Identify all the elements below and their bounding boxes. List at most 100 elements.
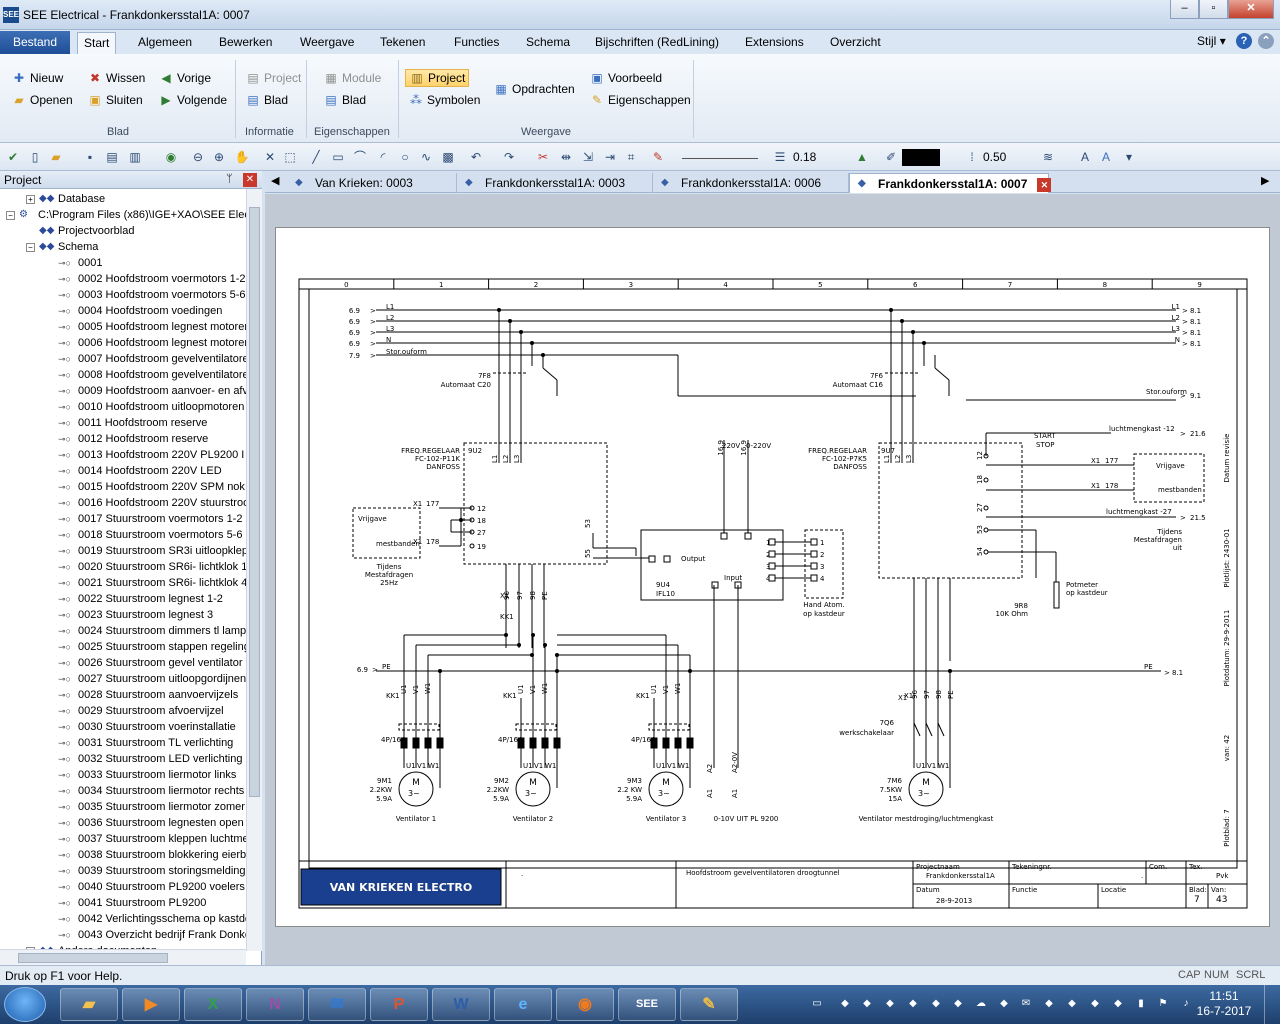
project-info-button[interactable]: ▤Project xyxy=(245,69,301,87)
tree-sheet-item[interactable]: ⊸○0018 Stuurstroom voermotors 5-6 xyxy=(58,527,242,543)
new-file-icon[interactable]: ▯ xyxy=(31,150,39,164)
excel-taskbar-icon[interactable]: X xyxy=(184,988,242,1021)
title-bar[interactable]: SEE SEE Electrical - Frankdonkersstal1A:… xyxy=(0,0,1280,30)
stretch-icon[interactable]: ⇲ xyxy=(582,150,594,164)
check-icon[interactable]: ✔ xyxy=(7,150,19,164)
line-icon[interactable]: ╱ xyxy=(312,150,320,164)
tab-tekenen[interactable]: Tekenen xyxy=(380,35,426,49)
word-taskbar-icon[interactable]: W xyxy=(432,988,490,1021)
tab-algemeen[interactable]: Algemeen xyxy=(138,35,193,49)
tree-sheet-item[interactable]: ⊸○0038 Stuurstroom blokkering eierband xyxy=(58,847,246,863)
layers-icon[interactable]: ≋ xyxy=(1042,150,1054,164)
tray-volume-icon[interactable]: ♪ xyxy=(1183,998,1189,1009)
help-icon[interactable]: ? xyxy=(1236,33,1252,49)
tree-sheet-item[interactable]: ⊸○0020 Stuurstroom SR6i- lichtklok 1 xyxy=(58,559,246,575)
delete-element-icon[interactable]: ✂ xyxy=(537,150,549,164)
tab-scroll-right-icon[interactable]: ▶ xyxy=(1261,175,1270,187)
tree-sheet-item[interactable]: ⊸○0042 Verlichtingsschema op kastdeur xyxy=(58,911,246,927)
extend-icon[interactable]: ⇥ xyxy=(604,150,616,164)
app-icon[interactable]: SEE xyxy=(3,7,19,23)
tree-node-3[interactable]: −◆◆Schema xyxy=(26,239,98,255)
text-style-icon[interactable]: A xyxy=(1101,150,1110,164)
open-file-icon[interactable]: ▰ xyxy=(51,150,61,164)
tree-sheet-item[interactable]: ⊸○0002 Hoofdstroom voermotors 1-2 xyxy=(58,271,246,287)
tree-sheet-item[interactable]: ⊸○0035 Stuurstroom liermotor zomer xyxy=(58,799,245,815)
doc-tab-frank-0003[interactable]: ◆Frankdonkersstal1A: 0003 xyxy=(457,173,653,193)
restore-button[interactable]: ▫ xyxy=(1199,0,1228,19)
pen-color-icon[interactable]: ✎ xyxy=(652,150,664,164)
doc-tab-frank-0007[interactable]: ◆Frankdonkersstal1A: 0007✕ xyxy=(849,173,1052,193)
color-swatch[interactable] xyxy=(902,149,940,166)
toolbar-options-icon[interactable]: ▾ xyxy=(1125,150,1133,164)
select-window-icon[interactable]: ⬚ xyxy=(284,150,296,164)
view-commands-button[interactable]: ▦Opdrachten xyxy=(493,80,574,98)
doc-tab-frank-0006[interactable]: ◆Frankdonkersstal1A: 0006 xyxy=(653,173,849,193)
tree-sheet-item[interactable]: ⊸○0014 Hoofdstroom 220V LED xyxy=(58,463,222,479)
save-icon[interactable]: ▪ xyxy=(87,150,93,164)
tray-app-icon[interactable]: ◆ xyxy=(863,998,871,1009)
tree-sheet-item[interactable]: ⊸○0024 Stuurstroom dimmers tl lamp xyxy=(58,623,246,639)
line-style-picker[interactable] xyxy=(682,149,758,159)
tree-sheet-item[interactable]: ⊸○0026 Stuurstroom gevel ventilator xyxy=(58,655,242,671)
tree-sheet-item[interactable]: ⊸○0037 Stuurstroom kleppen luchtmengkast xyxy=(58,831,246,847)
tree-sheet-item[interactable]: ⊸○0029 Stuurstroom afvoervijzel xyxy=(58,703,224,719)
zoom-in-icon[interactable]: ⊕ xyxy=(213,150,225,164)
trim-icon[interactable]: ⌗ xyxy=(627,150,635,164)
expand-icon[interactable]: + xyxy=(26,194,35,204)
collapse-icon[interactable]: − xyxy=(26,242,35,252)
tab-functies[interactable]: Functies xyxy=(454,35,500,49)
circle-icon[interactable]: ○ xyxy=(401,150,409,164)
tree-sheet-item[interactable]: ⊸○0028 Stuurstroom aanvoervijzels xyxy=(58,687,238,703)
tray-app-icon[interactable]: ◆ xyxy=(1045,998,1053,1009)
arc-icon[interactable]: ◜ xyxy=(380,150,386,164)
tree-sheet-item[interactable]: ⊸○0008 Hoofdstroom gevelventilatoren xyxy=(58,367,246,383)
ribbon-toggle-icon[interactable]: ⌃ xyxy=(1258,33,1274,49)
tree-sheet-item[interactable]: ⊸○0039 Stuurstroom storingsmelding xyxy=(58,863,246,879)
panel-close-icon[interactable]: ✕ xyxy=(243,173,257,187)
tray-cloud-icon[interactable]: ☁ xyxy=(976,998,986,1009)
tab-schema[interactable]: Schema xyxy=(526,35,571,49)
next-button[interactable]: ▶Volgende xyxy=(158,91,227,109)
sheet-info-button[interactable]: ▤Blad xyxy=(245,91,288,109)
rectangle-icon[interactable]: ▭ xyxy=(332,150,344,164)
line-width-value[interactable]: 0.18 xyxy=(793,150,817,164)
powerpoint-taskbar-icon[interactable]: P xyxy=(370,988,428,1021)
outlook-taskbar-icon[interactable]: ✉ xyxy=(308,988,366,1021)
pan-hand-icon[interactable]: ✋ xyxy=(234,150,250,164)
see-electrical-taskbar-icon[interactable]: SEE xyxy=(618,988,676,1021)
tree-sheet-item[interactable]: ⊸○0043 Overzicht bedrijf Frank Donkers xyxy=(58,927,246,943)
tree-sheet-item[interactable]: ⊸○0022 Stuurstroom legnest 1-2 xyxy=(58,591,223,607)
show-desktop-button[interactable] xyxy=(1264,985,1278,1024)
view-properties-button[interactable]: ✎Eigenschappen xyxy=(589,91,691,109)
new-button[interactable]: ✚Nieuw xyxy=(11,69,63,87)
tree-sheet-item[interactable]: ⊸○0001 xyxy=(58,255,102,271)
globe-icon[interactable]: ◉ xyxy=(165,150,177,164)
tray-app-icon[interactable]: ◆ xyxy=(886,998,894,1009)
style-dropdown[interactable]: Stijl ▾ xyxy=(1197,34,1226,48)
doc-tab-vankrieken-0003[interactable]: ◆Van Krieken: 0003 xyxy=(287,173,457,193)
tree-sheet-item[interactable]: ⊸○0006 Hoofdstroom legnest motoren xyxy=(58,335,246,351)
tab-bijschriften[interactable]: Bijschriften (RedLining) xyxy=(595,35,720,49)
break-icon[interactable]: ⇹ xyxy=(560,150,572,164)
internet-explorer-taskbar-icon[interactable]: e xyxy=(494,988,552,1021)
text-icon[interactable]: A xyxy=(1080,150,1089,164)
tab-scroll-left-icon[interactable]: ◀ xyxy=(271,175,280,187)
tray-app-icon[interactable]: ◆ xyxy=(1068,998,1076,1009)
tab-overzicht[interactable]: Overzicht xyxy=(830,35,881,49)
tree-sheet-item[interactable]: ⊸○0005 Hoofdstroom legnest motoren xyxy=(58,319,246,335)
brush-icon[interactable]: ✐ xyxy=(885,150,897,164)
undo-icon[interactable]: ↶ xyxy=(470,150,482,164)
zoom-out-icon[interactable]: ⊖ xyxy=(192,150,204,164)
tray-network-icon[interactable]: ▮ xyxy=(1138,998,1144,1009)
line-width-icon[interactable]: ☰ xyxy=(774,150,786,164)
tree-sheet-item[interactable]: ⊸○0019 Stuurstroom SR3i uitloopklep xyxy=(58,543,246,559)
open-button[interactable]: ▰Openen xyxy=(11,91,72,109)
view-symbols-button[interactable]: ⁂Symbolen xyxy=(410,93,481,107)
tree-sheet-item[interactable]: ⊸○0025 Stuurstroom stappen regeling xyxy=(58,639,246,655)
paint-taskbar-icon[interactable]: ✎ xyxy=(680,988,738,1021)
tray-app-icon[interactable]: ◆ xyxy=(1114,998,1122,1009)
tree-sheet-item[interactable]: ⊸○0003 Hoofdstroom voermotors 5-6 xyxy=(58,287,246,303)
tray-outlook-icon[interactable]: ✉ xyxy=(1021,998,1031,1009)
tree-horizontal-scrollbar[interactable] xyxy=(0,949,246,965)
